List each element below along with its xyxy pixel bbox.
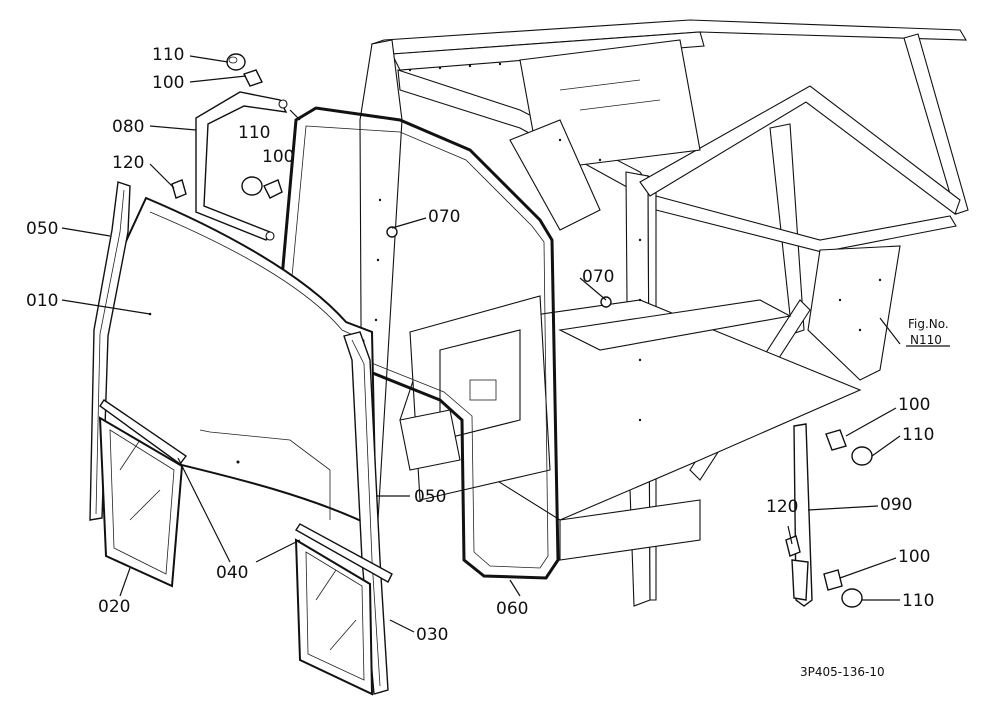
callout-120-right: 120: [766, 497, 798, 517]
callout-070-upper: 070: [428, 207, 460, 227]
callout-110-right-up: 110: [902, 425, 934, 445]
callout-070-lower: 070: [582, 267, 614, 287]
callout-100-mid: 100: [262, 147, 294, 167]
callout-050-right: 050: [414, 487, 446, 507]
callout-080: 080: [112, 117, 144, 137]
callout-120-left: 120: [112, 153, 144, 173]
leader-lines: [61, 55, 950, 633]
drawing-code: 3P405-136-10: [800, 665, 885, 679]
callout-110-right-low: 110: [902, 591, 934, 611]
part-030-lower-glass: [294, 538, 374, 696]
callout-labels: 110 100 080 110 100 120 050 070 010 070 …: [26, 45, 934, 645]
cab-frame: [359, 19, 969, 607]
callout-060: 060: [496, 599, 528, 619]
callout-100-right-low: 100: [898, 547, 930, 567]
callout-110-mid: 110: [238, 123, 270, 143]
fig-no-number: N110: [910, 333, 942, 347]
callout-090: 090: [880, 495, 912, 515]
callout-010: 010: [26, 291, 58, 311]
figure-reference: Fig.No. N110 3P405-136-10: [800, 317, 949, 679]
fig-no-label: Fig.No.: [908, 317, 949, 331]
part-090-handle: [791, 423, 813, 607]
part-040-strips: [99, 399, 393, 583]
part-080-handle: [195, 91, 288, 241]
callout-030: 030: [416, 625, 448, 645]
fasteners: [171, 53, 873, 608]
callout-100-top: 100: [152, 73, 184, 93]
callout-110-top: 110: [152, 45, 184, 65]
part-020-lower-glass: [98, 416, 184, 588]
callout-020: 020: [98, 597, 130, 617]
part-050-right-seal: [343, 331, 389, 695]
callout-100-right-up: 100: [898, 395, 930, 415]
callout-040: 040: [216, 563, 248, 583]
callout-050-left: 050: [26, 219, 58, 239]
